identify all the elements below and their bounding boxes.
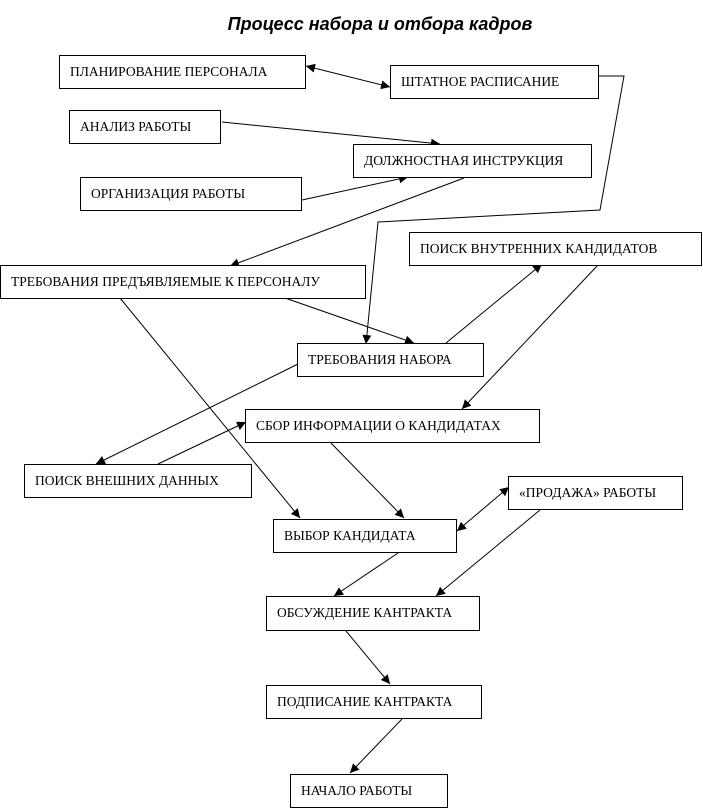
link-analysis-description	[221, 121, 441, 148]
node-contract-discussion: ОБСУЖДЕНИЕ КАНТРАКТА	[266, 596, 480, 631]
node-candidate-selection: ВЫБОР КАНДИДАТА	[273, 519, 457, 553]
node-personnel-planning: ПЛАНИРОВАНИЕ ПЕРСОНАЛА	[59, 55, 306, 89]
diagram-title: Процесс набора и отбора кадров	[227, 14, 533, 34]
node-external-search: ПОИСК ВНЕШНИХ ДАННЫХ	[24, 464, 252, 498]
link-requirements-recruitment	[284, 297, 415, 345]
link-selection-discussion	[333, 552, 399, 597]
link-organization-description	[301, 174, 409, 201]
link-discussion-signing	[345, 630, 391, 685]
link-planning-staffing	[305, 63, 391, 90]
link-recruitment-internal	[445, 263, 543, 344]
node-personnel-requirements: ТРЕБОВАНИЯ ПРЕДЪЯВЛЯЕМЫЕ К ПЕРСОНАЛУ	[0, 265, 366, 299]
node-job-selling: «ПРОДАЖА» РАБОТЫ	[508, 476, 683, 510]
link-selling-discussion	[435, 509, 541, 597]
link-recruitment-external	[95, 363, 299, 465]
link-signing-start	[349, 718, 403, 774]
link-info-selection	[329, 441, 405, 519]
link-internal-info	[461, 264, 599, 410]
node-work-start: НАЧАЛО РАБОТЫ	[290, 774, 448, 808]
node-contract-signing: ПОДПИСАНИЕ КАНТРАКТА	[266, 685, 482, 719]
node-recruitment-requirements: ТРЕБОВАНИЯ НАБОРА	[297, 343, 484, 377]
link-selection-selling	[456, 486, 510, 532]
node-candidate-information: СБОР ИНФОРМАЦИИ О КАНДИДАТАХ	[245, 409, 540, 443]
link-staffing-recruitment	[362, 75, 625, 345]
node-work-organization: ОРГАНИЗАЦИЯ РАБОТЫ	[80, 177, 302, 211]
link-external-info	[157, 421, 247, 465]
node-job-analysis: АНАЛИЗ РАБОТЫ	[69, 110, 221, 144]
node-staffing-schedule: ШТАТНОЕ РАСПИСАНИЕ	[390, 65, 599, 99]
node-job-description: ДОЛЖНОСТНАЯ ИНСТРУКЦИЯ	[353, 144, 592, 178]
link-description-requirements	[229, 177, 465, 268]
node-internal-candidates: ПОИСК ВНУТРЕННИХ КАНДИДАТОВ	[409, 232, 702, 266]
